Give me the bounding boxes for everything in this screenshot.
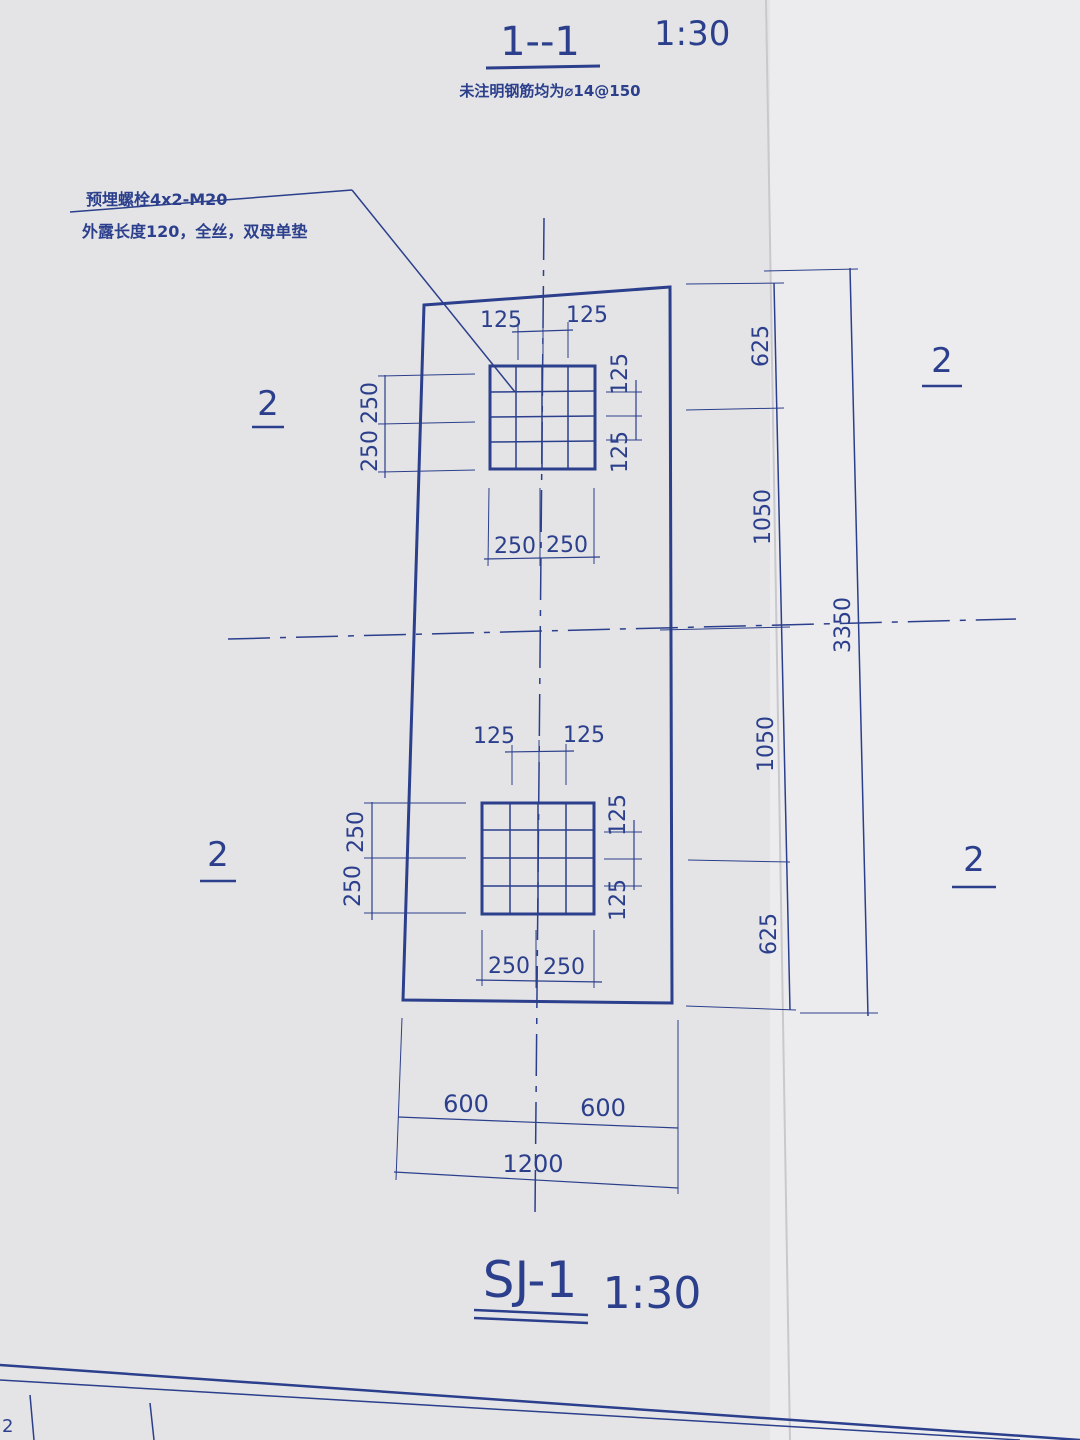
bolt-callout: 预埋螺栓4x2-M20 外露长度120，全丝，双母单垫 xyxy=(69,189,516,393)
section-title-label: 1--1 xyxy=(500,19,580,65)
section-mark-lower-right: 2 xyxy=(963,840,985,880)
section-mark-upper-right: 2 xyxy=(931,341,953,381)
section-mark-upper-left: 2 xyxy=(257,384,279,424)
chain-dim-2: 1050 xyxy=(751,489,776,545)
plan-title-label: SJ-1 xyxy=(483,1251,578,1309)
corner-fragment: 2 xyxy=(2,1416,13,1437)
callout-leader-horizontal xyxy=(69,189,353,213)
width-half-left: 600 xyxy=(443,1090,489,1118)
bot-bolt-spacing-left: 125 xyxy=(473,724,515,749)
top-bolt-vert-lower: 125 xyxy=(608,431,633,473)
bottom-plate-dimensions: 125 125 125 125 250 250 250 250 xyxy=(341,723,642,988)
section-note: 未注明钢筋均为⌀14@150 xyxy=(458,82,640,100)
bottom-base-plate xyxy=(480,801,596,916)
top-plate-dimensions: 125 125 125 125 250 250 250 250 xyxy=(358,303,642,567)
top-base-plate xyxy=(488,364,597,471)
top-plate-horiz-right: 250 xyxy=(546,533,588,558)
bottom-width-dimensions: 600 600 1200 xyxy=(393,1017,679,1194)
callout-line1: 预埋螺栓4x2-M20 xyxy=(86,190,227,209)
right-dimension-chain: 625 1050 1050 625 3350 xyxy=(659,267,878,1017)
bot-bolt-spacing-right: 125 xyxy=(563,723,605,748)
width-half-right: 600 xyxy=(580,1094,626,1122)
bot-bolt-vert-upper: 125 xyxy=(606,794,631,836)
paper-fold-line xyxy=(765,0,791,1440)
top-plate-horiz-left: 250 xyxy=(494,534,536,559)
callout-line2: 外露长度120，全丝，双母单垫 xyxy=(81,222,307,241)
top-bolt-spacing-right: 125 xyxy=(566,303,608,328)
section-title-underline xyxy=(485,64,601,70)
bot-plate-vert-lower: 250 xyxy=(341,865,366,907)
title-block-border: 2 xyxy=(0,1363,1080,1440)
paper-fold-right xyxy=(770,0,1080,1440)
chain-dim-1: 625 xyxy=(749,325,774,367)
horizontal-centerline xyxy=(227,618,1017,640)
top-plate-vert-lower: 250 xyxy=(358,430,383,472)
overall-height: 3350 xyxy=(831,597,856,653)
top-bolt-vert-upper: 125 xyxy=(608,353,633,395)
bot-plate-horiz-left: 250 xyxy=(488,954,530,979)
callout-leader xyxy=(351,189,516,393)
chain-line xyxy=(773,282,791,1011)
plan-title: SJ-1 1:30 xyxy=(473,1251,702,1325)
section-title-scale: 1:30 xyxy=(654,14,730,54)
section-mark-lower-left: 2 xyxy=(207,835,229,875)
footing-outline xyxy=(401,285,674,1005)
overall-height-line xyxy=(849,267,869,1017)
overall-width: 1200 xyxy=(502,1150,563,1178)
top-bolt-spacing-left: 125 xyxy=(480,308,522,333)
chain-dim-3: 1050 xyxy=(754,716,779,772)
section-title: 1--1 1:30 未注明钢筋均为⌀14@150 xyxy=(458,14,730,100)
bot-plate-vert-upper: 250 xyxy=(344,811,369,853)
section-marks: 2 2 2 2 xyxy=(200,341,996,889)
plan-title-scale: 1:30 xyxy=(603,1268,702,1319)
bot-bolt-vert-lower: 125 xyxy=(606,879,631,921)
top-plate-vert-upper: 250 xyxy=(358,382,383,424)
bot-plate-horiz-right: 250 xyxy=(543,955,585,980)
chain-dim-4: 625 xyxy=(757,913,782,955)
